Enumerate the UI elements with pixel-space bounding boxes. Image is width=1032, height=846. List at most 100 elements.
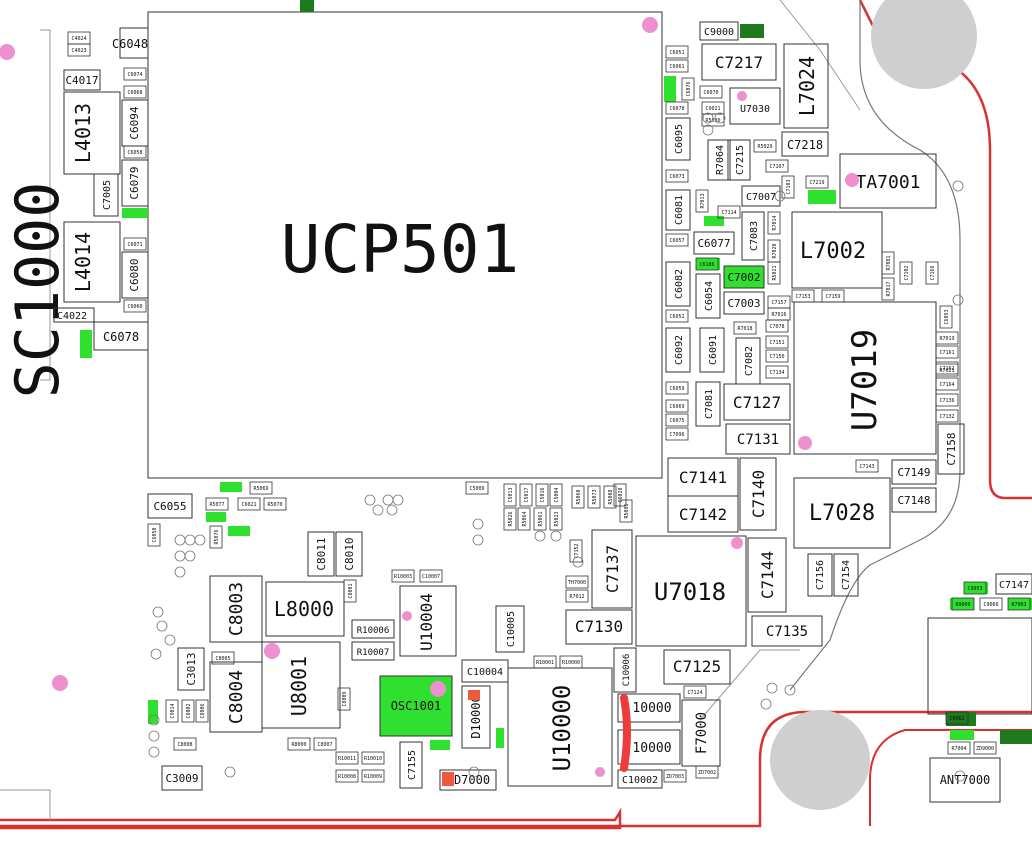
- svg-text:C6070: C6070: [703, 90, 718, 96]
- small-part-c5009: C5009: [465, 481, 489, 495]
- small-part-c8009: C8009: [337, 687, 351, 711]
- via: [534, 530, 546, 542]
- small-part-r10011: R10011: [335, 751, 359, 765]
- small-part-c9053: C9053: [963, 581, 987, 595]
- component-c7131: C7131: [725, 423, 791, 455]
- small-part-r10000: R10000: [559, 655, 583, 669]
- via: [148, 746, 160, 758]
- svg-text:C6068: C6068: [127, 90, 142, 96]
- l7028-label: L7028: [809, 501, 875, 526]
- small-part-c6073: C6073: [665, 169, 689, 183]
- small-part-r7021: R7021: [935, 363, 959, 377]
- small-part-r10009: R10009: [361, 769, 385, 783]
- svg-text:C7127: C7127: [733, 393, 781, 412]
- small-part-c6057: C6057: [665, 233, 689, 247]
- small-part-c7134: C7134: [765, 365, 789, 379]
- component-c6091: C6091: [699, 327, 725, 373]
- board-edge-trace-5: [40, 29, 51, 381]
- component-c7081: C7081: [695, 381, 721, 427]
- small-part-c6059: C6059: [665, 381, 689, 395]
- u10004-outline: [399, 585, 457, 657]
- via: [702, 124, 714, 136]
- small-part-c6061: C6061: [665, 59, 689, 73]
- svg-text:R7081: R7081: [886, 255, 892, 270]
- svg-text:C7140: C7140: [749, 470, 768, 518]
- svg-text:10000: 10000: [632, 701, 671, 716]
- via: [954, 770, 966, 782]
- small-part-c6078: C6078: [665, 101, 689, 115]
- small-part-c8006: C8006: [195, 699, 209, 723]
- svg-text:C3013: C3013: [185, 652, 198, 685]
- component-c10000b: 10000: [617, 729, 681, 765]
- component-c3013: C3013: [177, 647, 205, 691]
- small-part-c6068: C6068: [123, 85, 147, 99]
- small-part-c7136: C7136: [935, 393, 959, 407]
- svg-text:C10007: C10007: [422, 574, 440, 580]
- ant7000-outline: [929, 757, 1001, 803]
- svg-text:C8010: C8010: [343, 537, 356, 570]
- small-part-r7013: R7013: [695, 189, 709, 213]
- svg-text:C6093: C6093: [944, 309, 950, 324]
- small-part-c8001: C8001: [343, 579, 357, 603]
- via: [364, 494, 376, 506]
- component-c7147: C7147: [995, 573, 1032, 595]
- svg-text:D7000: D7000: [454, 773, 490, 787]
- small-part-c5016: C5016: [535, 483, 549, 507]
- small-part-r8000: R8000: [287, 737, 311, 751]
- svg-text:C6071: C6071: [127, 242, 142, 248]
- svg-text:C5016: C5016: [540, 487, 546, 502]
- small-part-r5069: R5069: [249, 481, 273, 495]
- component-c6048: C6048: [112, 27, 149, 59]
- board-outline-right-lower: [869, 729, 1032, 826]
- svg-text:C7161: C7161: [939, 350, 954, 356]
- component-d7000: D7000: [439, 769, 497, 791]
- component-c7217: C7217: [701, 43, 777, 81]
- small-part-c9014: C9014: [165, 699, 179, 723]
- component-c7142: C7142: [667, 495, 739, 533]
- l4013-outline: [63, 91, 121, 175]
- small-part-c7152: C7152: [569, 539, 583, 563]
- svg-text:C6052: C6052: [669, 314, 684, 320]
- svg-text:C7219: C7219: [809, 180, 824, 186]
- svg-text:TH7000: TH7000: [568, 580, 586, 586]
- svg-text:C6074: C6074: [127, 72, 142, 78]
- component-c7127: C7127: [723, 383, 791, 421]
- via: [152, 606, 164, 618]
- svg-text:C7081: C7081: [704, 389, 715, 419]
- svg-text:R10001: R10001: [536, 660, 554, 666]
- small-part-c9066: C9066: [979, 597, 1003, 611]
- component-c9000: C9000: [699, 21, 739, 41]
- svg-text:R10006: R10006: [357, 626, 390, 636]
- svg-text:C7141: C7141: [679, 468, 727, 487]
- svg-text:C7155: C7155: [407, 750, 418, 780]
- svg-text:R5029: R5029: [757, 144, 772, 150]
- svg-text:R5069: R5069: [253, 486, 268, 492]
- svg-text:C8008: C8008: [177, 742, 192, 748]
- small-part-c7103: C7103: [781, 175, 795, 199]
- svg-text:C6078: C6078: [103, 330, 139, 344]
- svg-text:C6094: C6094: [128, 106, 141, 139]
- svg-text:C7125: C7125: [673, 657, 721, 676]
- svg-text:C4023: C4023: [71, 48, 86, 54]
- small-part-c5013: C5013: [503, 483, 517, 507]
- small-part-c6052: C6052: [665, 309, 689, 323]
- svg-text:C9053: C9053: [967, 586, 982, 592]
- svg-text:C7142: C7142: [679, 505, 727, 524]
- svg-text:R7016: R7016: [771, 312, 786, 318]
- small-part-c6074: C6074: [123, 67, 147, 81]
- svg-text:C6073: C6073: [669, 174, 684, 180]
- vias: [148, 112, 966, 782]
- sc1000-label: SC1000: [3, 182, 73, 399]
- svg-text:C7114: C7114: [721, 210, 736, 216]
- component-c10004: C10004: [461, 659, 509, 683]
- svg-text:C9014: C9014: [170, 703, 176, 718]
- svg-text:C7150: C7150: [769, 354, 784, 360]
- via: [760, 698, 772, 710]
- dark-green-pads: [300, 0, 1032, 744]
- small-part-c6093: C6093: [939, 305, 953, 329]
- svg-text:C10006: C10006: [622, 654, 632, 687]
- svg-text:R10011: R10011: [338, 756, 356, 762]
- svg-text:C7147: C7147: [999, 580, 1029, 591]
- svg-text:C5013: C5013: [508, 487, 514, 502]
- svg-text:C7136: C7136: [939, 398, 954, 404]
